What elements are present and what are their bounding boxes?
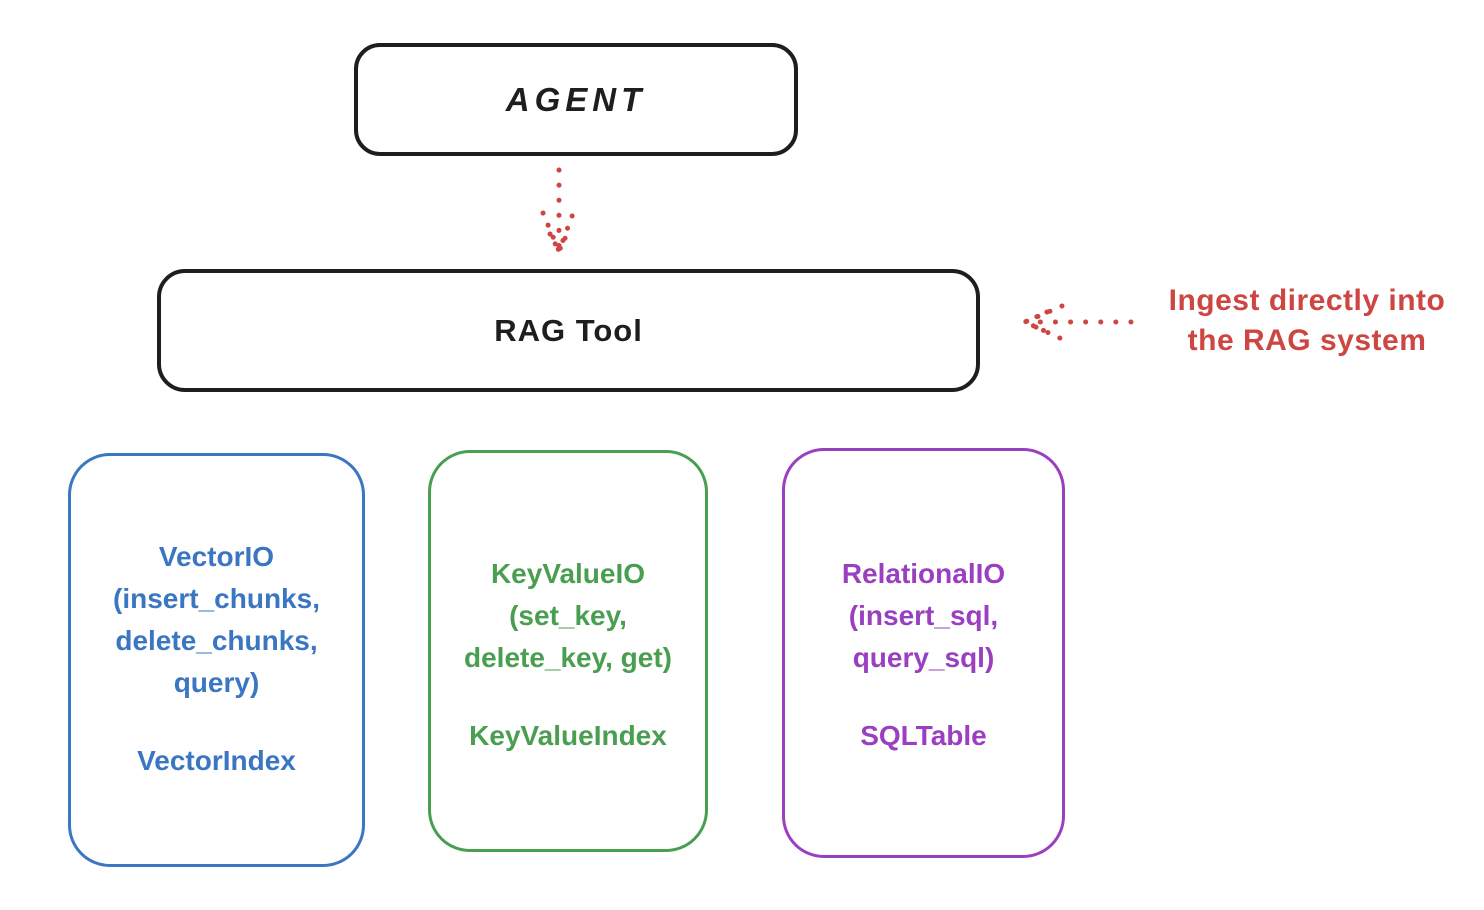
key-value-io-title: KeyValueIO [490, 558, 646, 589]
vector-io-methods-line3: query) [173, 667, 260, 698]
ingest-annotation-line1: Ingest directly into [1168, 284, 1446, 317]
vector-io-methods-line1: (insert_chunks, [113, 583, 320, 614]
sql-table-label: SQLTable [860, 720, 987, 751]
vector-index-label: VectorIndex [137, 745, 296, 776]
vector-io-methods-line2: delete_chunks, [115, 625, 318, 656]
key-value-index-label: KeyValueIndex [469, 720, 667, 751]
relational-io-methods-line1: (insert_sql, [848, 600, 999, 631]
ingest-annotation: Ingest directly into the RAG system [1130, 281, 1484, 361]
relational-io-methods-line2: query_sql) [852, 642, 995, 673]
key-value-io-methods-line1: (set_key, [509, 600, 627, 631]
vector-io-title: VectorIO [158, 541, 275, 572]
relational-io-box: RelationalIO (insert_sql, query_sql) SQL… [782, 448, 1065, 858]
ingest-annotation-arrow [1018, 303, 1134, 342]
agent-to-rag-arrow [540, 167, 577, 258]
vector-io-box: VectorIO (insert_chunks, delete_chunks, … [68, 453, 365, 867]
key-value-io-methods-line2: delete_key, get) [463, 642, 673, 673]
rag-tool-box-label: RAG Tool [494, 312, 643, 348]
ingest-annotation-line2: the RAG system [1187, 324, 1427, 357]
agent-box-label: AGENT [505, 80, 647, 118]
agent-box: AGENT [354, 43, 798, 156]
rag-tool-box: RAG Tool [157, 269, 980, 392]
relational-io-title: RelationalIO [841, 558, 1006, 589]
key-value-io-box: KeyValueIO (set_key, delete_key, get) Ke… [428, 450, 708, 852]
